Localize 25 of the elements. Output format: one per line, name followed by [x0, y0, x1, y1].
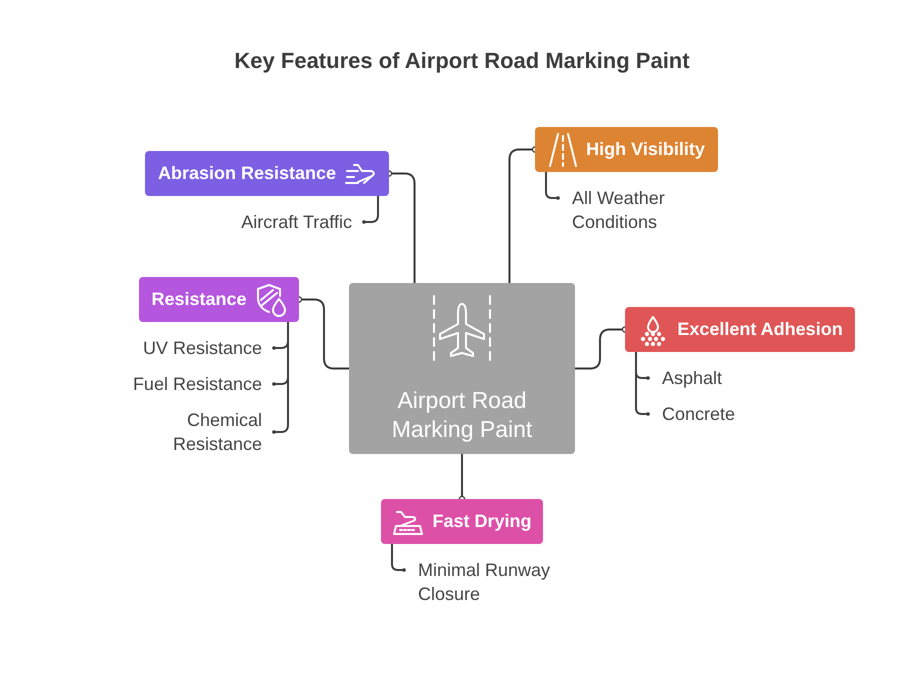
sub-item-text: Concrete — [662, 402, 762, 426]
feature-label: Fast Drying — [432, 511, 532, 532]
connector — [545, 172, 560, 200]
feature-label: Excellent Adhesion — [677, 319, 843, 340]
sub-item-text: UV Resistance — [100, 336, 262, 360]
connector — [635, 352, 650, 416]
center-box — [349, 283, 575, 454]
feature-box — [625, 307, 855, 352]
sub-item-text: Chemical Resistance — [152, 408, 262, 456]
center-label: Airport Road Marking Paint — [390, 386, 534, 444]
feature-box — [139, 277, 299, 322]
feature-box — [145, 151, 389, 196]
connector — [362, 196, 379, 224]
feature-label: Abrasion Resistance — [158, 163, 336, 184]
feature-label: Resistance — [151, 289, 247, 310]
diagram-title: Key Features of Airport Road Marking Paint — [233, 48, 691, 74]
sub-item-text: Fuel Resistance — [100, 372, 262, 396]
connector — [391, 544, 406, 572]
sub-item-text: Minimal Runway Closure — [418, 558, 578, 606]
sub-item-text: Asphalt — [662, 366, 762, 390]
feature-box — [535, 127, 718, 172]
feature-box — [381, 499, 543, 544]
sub-item-text: All Weather Conditions — [572, 186, 692, 234]
feature-label: High Visibility — [586, 139, 705, 160]
sub-item-text: Aircraft Traffic — [190, 210, 352, 234]
